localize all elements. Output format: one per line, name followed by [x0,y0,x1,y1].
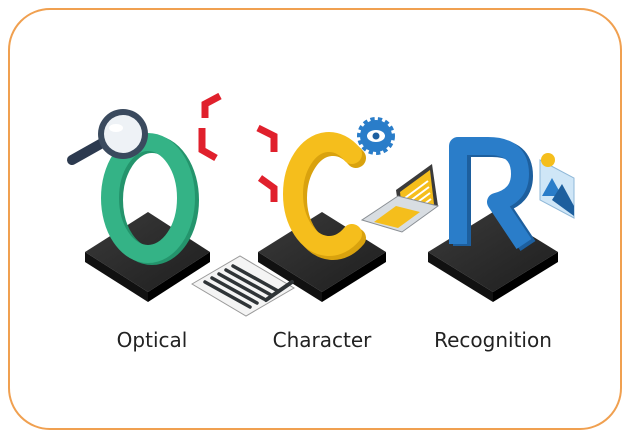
platform-r [428,212,558,302]
eye-gear-icon [357,117,395,155]
image-icon [539,153,575,219]
word-recognition: Recognition [434,328,552,352]
letter-o [101,133,199,265]
scan-bracket-icon [198,92,278,202]
word-optical: Optical [116,328,188,352]
letter-c [283,132,366,260]
magnifier-icon [67,109,148,165]
letter-r [449,137,536,251]
document-pen-icon [191,255,295,317]
word-character: Character [272,328,372,352]
laptop-icon [360,164,440,233]
